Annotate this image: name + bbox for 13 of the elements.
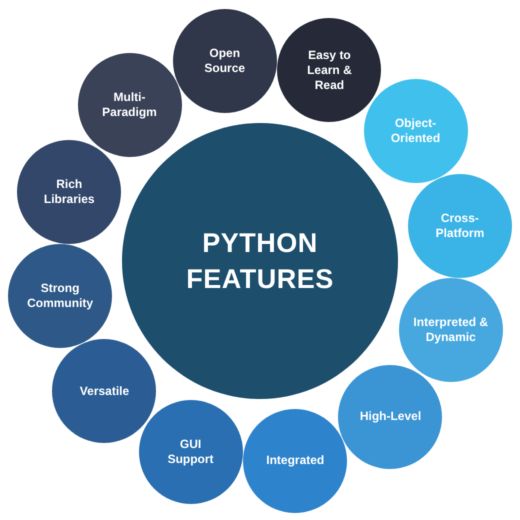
feature-label: Versatile [78, 384, 130, 399]
feature-label: Object-Oriented [390, 116, 442, 146]
feature-label: Multi-Paradigm [101, 90, 158, 120]
feature-label: Rich Libraries [42, 176, 96, 207]
feature-label: Easy to Learn & Read [306, 48, 353, 93]
feature-label: GUI Support [166, 436, 215, 467]
feature-label: High-Level [358, 409, 422, 424]
title-label: PYTHON FEATURES [185, 227, 335, 296]
feature-label: Cross-Platform [434, 210, 486, 241]
feature-label: Open Source [203, 46, 246, 76]
feature-label: Strong Community [26, 281, 94, 312]
feature-label: Integrated [265, 453, 326, 468]
feature-label: Interpreted & Dynamic [412, 315, 490, 346]
